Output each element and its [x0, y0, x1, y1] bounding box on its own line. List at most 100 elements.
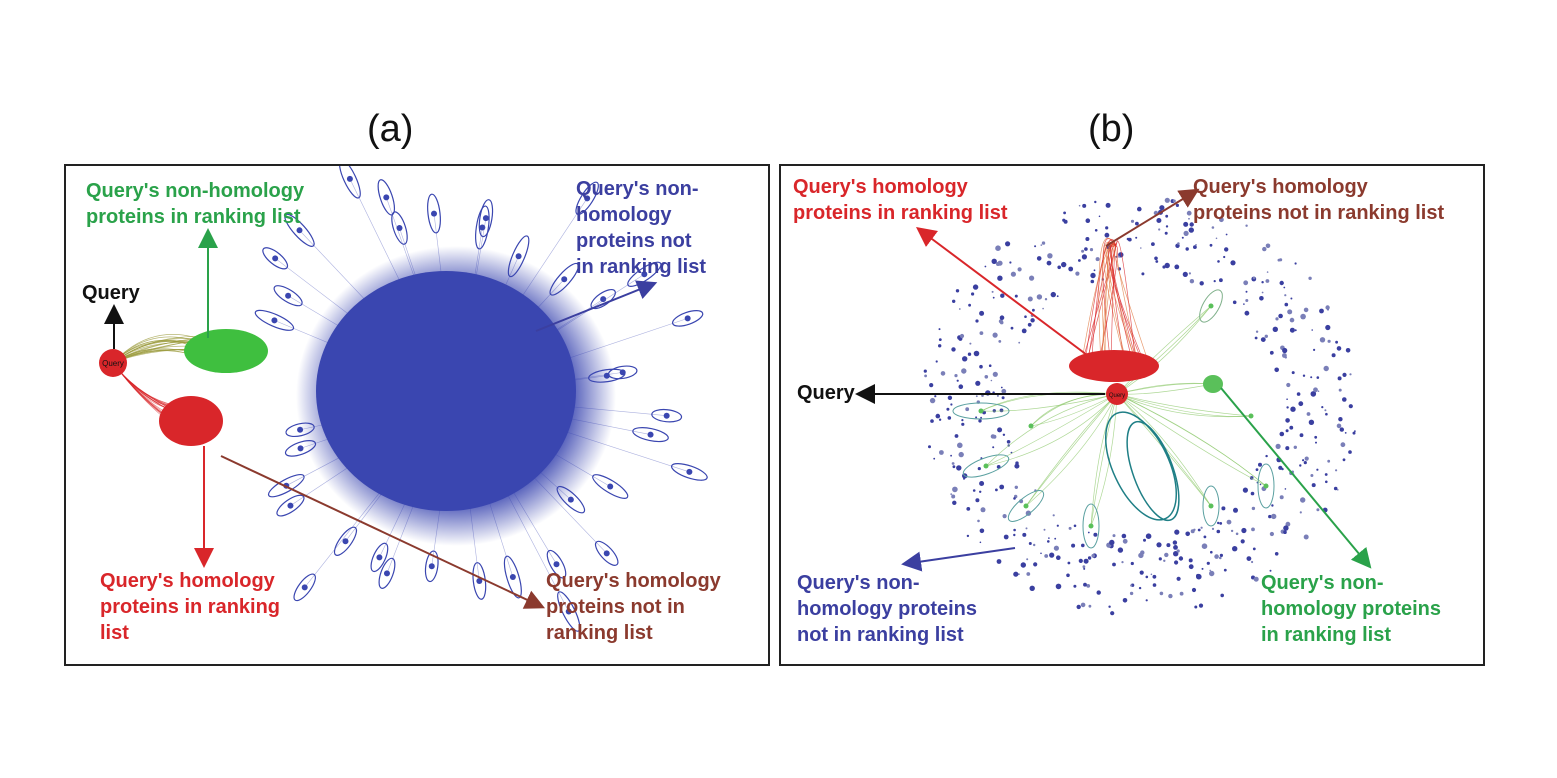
- label-line: proteins in ranking list: [86, 206, 301, 228]
- ring-node: [1287, 309, 1293, 315]
- orange-edge: [1115, 240, 1137, 365]
- blue-loop: [670, 463, 708, 481]
- ring-node: [1139, 570, 1144, 575]
- ring-node: [1028, 542, 1032, 545]
- ring-node: [1056, 295, 1059, 298]
- blue-loop: [592, 474, 629, 499]
- ring-node: [1174, 529, 1180, 535]
- ring-node: [1044, 554, 1049, 558]
- ring-node: [991, 290, 994, 293]
- ring-node: [1268, 514, 1272, 519]
- ring-node: [969, 342, 972, 345]
- ring-node: [950, 454, 952, 457]
- label-line: homology proteins: [1261, 598, 1441, 620]
- ring-node: [1304, 456, 1309, 461]
- ring-node: [1338, 388, 1342, 392]
- ring-node: [1275, 443, 1281, 449]
- blue-loop: [557, 591, 581, 632]
- green-node: [1208, 303, 1214, 309]
- ring-node: [1188, 272, 1191, 275]
- ring-node: [1145, 575, 1149, 579]
- ring-node: [1117, 547, 1124, 553]
- ring-node: [1098, 215, 1101, 218]
- homology-not-in-list-arrow: [220, 455, 546, 609]
- ring-node: [1175, 203, 1179, 207]
- ring-node: [1269, 531, 1274, 537]
- ring-node: [977, 467, 981, 471]
- ring-node: [1245, 299, 1249, 302]
- ring-node: [978, 419, 982, 423]
- ring-node: [1145, 533, 1152, 539]
- ring-node: [1122, 538, 1128, 544]
- label-line: in ranking list: [576, 256, 707, 278]
- green-node: [1088, 523, 1094, 529]
- ring-node: [979, 310, 985, 316]
- ring-node: [1291, 371, 1295, 375]
- ring-node: [1118, 255, 1121, 258]
- ring-node: [1178, 556, 1184, 561]
- blue-node: [287, 502, 294, 509]
- ring-node: [935, 360, 938, 363]
- ring-node: [1179, 591, 1184, 596]
- ring-node: [1087, 556, 1092, 560]
- ring-node: [1177, 242, 1180, 245]
- label-nonhomology-in-list: Query's non- homology proteins in rankin…: [1261, 570, 1441, 648]
- green-edge: [1116, 382, 1214, 395]
- ring-node: [1140, 550, 1145, 555]
- ring-node: [1130, 219, 1135, 223]
- ring-node: [1226, 519, 1232, 525]
- label-query: Query: [797, 382, 855, 404]
- ring-node: [975, 416, 978, 419]
- ring-node: [1285, 521, 1291, 527]
- ring-node: [1316, 508, 1320, 512]
- ring-node: [1285, 429, 1289, 433]
- ring-node: [1352, 431, 1356, 435]
- ring-node: [950, 493, 953, 495]
- green-edge: [1090, 393, 1118, 527]
- ring-node: [1135, 236, 1138, 239]
- ring-node: [1025, 527, 1028, 530]
- ring-node: [1254, 336, 1258, 340]
- ring-node: [1063, 211, 1066, 215]
- ring-node: [1085, 237, 1090, 241]
- green-edge: [1030, 393, 1118, 427]
- ring-node: [1278, 313, 1283, 319]
- ring-node: [1199, 281, 1204, 286]
- ring-node: [1096, 590, 1101, 595]
- ring-node: [1010, 271, 1016, 277]
- ring-node: [1299, 464, 1302, 467]
- ring-node: [1282, 347, 1288, 354]
- ring-node: [1105, 202, 1111, 208]
- ring-node: [1262, 246, 1267, 252]
- ring-node: [1129, 591, 1134, 596]
- ring-node: [1342, 372, 1347, 377]
- blue-loop: [262, 247, 289, 270]
- ring-node: [1010, 326, 1014, 330]
- label-query: Query: [82, 282, 140, 304]
- ring-node: [1283, 286, 1286, 289]
- ring-node: [938, 344, 942, 348]
- ring-node: [1312, 391, 1316, 395]
- ring-node: [951, 494, 956, 499]
- panel-a-title: (a): [367, 108, 414, 150]
- ring-node: [1138, 586, 1142, 590]
- ring-node: [952, 465, 956, 469]
- ring-node: [1241, 527, 1247, 534]
- green-edge: [1025, 393, 1118, 507]
- ring-node: [1029, 275, 1035, 281]
- ring-node: [1337, 489, 1339, 491]
- ring-node: [1336, 346, 1342, 351]
- ring-node: [1289, 425, 1294, 430]
- ring-node: [1050, 291, 1056, 298]
- ring-node: [1285, 446, 1290, 451]
- query-node: [1106, 383, 1128, 405]
- ring-node: [1284, 294, 1287, 297]
- ring-node: [1182, 271, 1188, 277]
- ring-node: [1055, 583, 1062, 590]
- ring-node: [1173, 545, 1178, 550]
- ring-node: [1084, 247, 1088, 251]
- ring-node: [1232, 546, 1238, 552]
- ring-node: [1001, 396, 1005, 400]
- ring-node: [956, 465, 962, 471]
- ring-node: [966, 534, 970, 538]
